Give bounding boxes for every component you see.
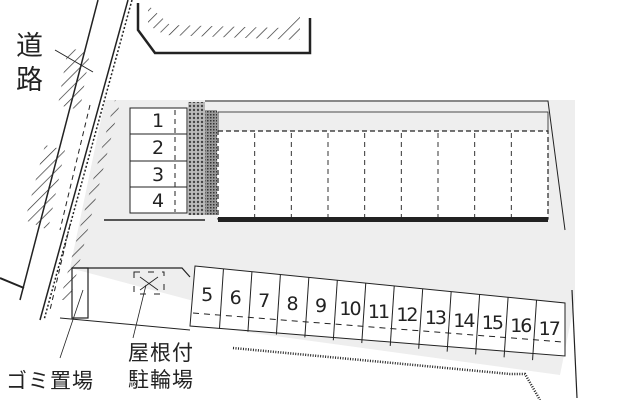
parking-space-7: 7 <box>258 289 271 312</box>
bike-parking-label-2: 駐輪場 <box>128 368 194 392</box>
road <box>0 0 133 321</box>
parking-space-11: 11 <box>367 301 390 324</box>
parking-bottom-row <box>189 265 578 400</box>
parking-space-8: 8 <box>286 292 299 315</box>
road-label: 道 路 <box>16 30 46 98</box>
road-label-1: 道 <box>16 31 43 62</box>
parking-space-4: 4 <box>151 190 165 212</box>
parking-left-block <box>104 102 217 221</box>
parking-space-17: 17 <box>538 318 561 341</box>
parking-space-2: 2 <box>151 137 165 159</box>
garbage-bike-area <box>59 267 191 359</box>
bike-parking-label: 屋根付 駐輪場 <box>128 340 194 394</box>
garbage-area-label: ゴミ置場 <box>6 369 94 393</box>
bike-parking-label-1: 屋根付 <box>128 341 194 365</box>
parking-space-3: 3 <box>151 164 165 186</box>
parking-space-13: 13 <box>424 306 447 329</box>
parking-space-5: 5 <box>201 284 214 306</box>
road-label-2: 路 <box>16 65 43 96</box>
parking-space-6: 6 <box>229 286 242 309</box>
parking-space-9: 9 <box>315 295 328 318</box>
parking-space-15: 15 <box>481 312 504 335</box>
neighbor-building <box>136 3 312 55</box>
parking-space-10: 10 <box>339 298 361 321</box>
apartment-building <box>205 100 566 231</box>
parking-space-16: 16 <box>510 315 532 338</box>
parking-space-12: 12 <box>396 303 418 326</box>
parking-space-1: 1 <box>151 110 165 132</box>
parking-space-14: 14 <box>453 309 475 332</box>
